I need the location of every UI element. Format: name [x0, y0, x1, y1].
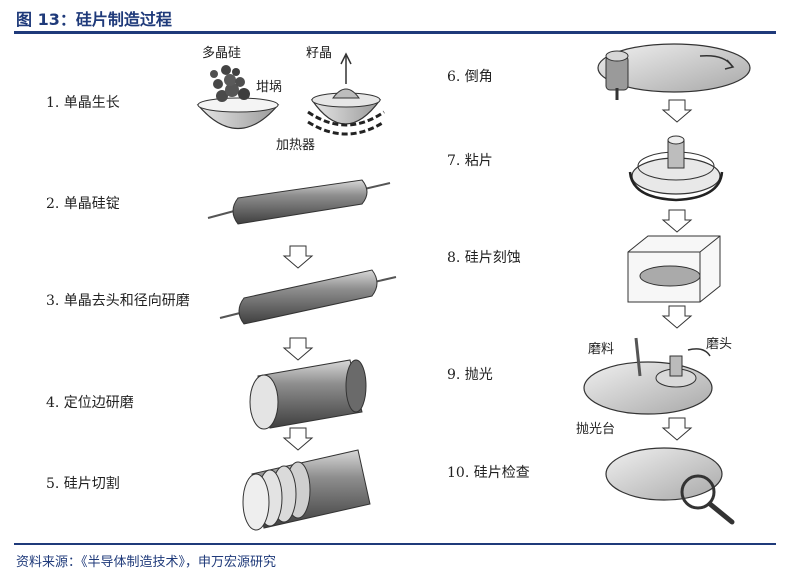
step-label-6: 6. 倒角	[447, 69, 493, 85]
step-label-8: 8. 硅片刻蚀	[447, 250, 521, 266]
rotation-arrowhead	[724, 59, 735, 70]
mounting-arrow	[628, 171, 724, 202]
source-rule	[14, 543, 776, 545]
cylinder-end-face	[249, 374, 279, 430]
annotation-slurry: 磨料	[588, 342, 615, 357]
polishing-illustration	[583, 337, 713, 415]
polysilicon-chunk	[221, 65, 231, 75]
title-rule	[14, 31, 776, 34]
step-label-9: 9. 抛光	[447, 367, 493, 383]
wafer-slice	[242, 473, 270, 531]
annotation-heater: 加热器	[276, 138, 316, 153]
step-label-10: 10. 硅片检查	[447, 465, 530, 481]
heater-coil	[307, 110, 385, 127]
cylinder-far-end	[345, 359, 367, 413]
polysilicon-chunk	[213, 79, 223, 89]
wafer-inspection-illustration	[605, 447, 735, 525]
annotation-seed: 籽晶	[306, 46, 333, 61]
grinding-wheel-top	[605, 50, 629, 62]
wafer-etching-illustration	[627, 235, 721, 303]
ground-ingot	[238, 269, 378, 325]
polysilicon-chunk	[235, 77, 245, 87]
flow-arrow	[661, 417, 693, 441]
annotation-crucible: 坩埚	[256, 80, 283, 95]
silicon-ingot	[232, 179, 368, 225]
slurry-nozzle	[634, 337, 642, 377]
step-label-3: 3. 单晶去头和径向研磨	[46, 293, 190, 309]
flow-arrow	[282, 337, 314, 361]
polysilicon-chunk	[238, 88, 250, 100]
annotation-polysilicon: 多晶硅	[202, 46, 242, 61]
flow-arrow	[661, 99, 693, 123]
polishing-head-shaft	[669, 355, 683, 377]
step-label-2: 2. 单晶硅锭	[46, 196, 120, 212]
step-label-1: 1. 单晶生长	[46, 95, 120, 111]
polysilicon-chunk	[210, 70, 218, 78]
magnifier-handle	[707, 501, 735, 525]
silicon-ingot-illustration	[207, 179, 391, 225]
figure-title: 图 13：硅片制造过程	[16, 10, 172, 29]
heater-coil	[307, 120, 385, 136]
etch-tank-edge	[699, 235, 721, 253]
inspected-wafer	[605, 447, 723, 501]
step-label-4: 4. 定位边研磨	[46, 395, 134, 411]
wafer-mounting-illustration	[628, 135, 724, 202]
polysilicon-chunk	[225, 83, 239, 97]
ground-ingot-illustration	[219, 269, 397, 325]
step-label-7: 7. 粘片	[447, 153, 493, 169]
flow-arrow	[661, 209, 693, 233]
annotation-polish-head: 磨头	[706, 337, 733, 352]
polishing-rotation-arrow	[687, 348, 711, 357]
edge-rounding-illustration	[597, 43, 751, 100]
polishing-table	[583, 361, 713, 415]
source-note: 资料来源：《半导体制造技术》，申万宏源研究	[16, 555, 277, 570]
crucible-rim-left	[197, 97, 279, 113]
pull-arrow	[340, 52, 352, 65]
growing-ingot	[332, 88, 360, 99]
spindle-cap	[667, 135, 685, 145]
flat-ground-cylinder-illustration	[249, 359, 367, 430]
step-label-5: 5. 硅片切割	[46, 476, 120, 492]
annotation-polish-table: 抛光台	[576, 422, 616, 437]
flow-arrows	[282, 99, 693, 451]
crystal-growth-illustration	[196, 52, 385, 136]
polysilicon-chunk	[216, 90, 228, 102]
flow-arrow	[661, 305, 693, 329]
magnifier-lens	[680, 474, 716, 510]
flow-arrow	[282, 427, 314, 451]
wafer-slicing-illustration	[242, 449, 371, 531]
flow-arrow	[282, 245, 314, 269]
wafer-in-tank	[639, 265, 701, 287]
polysilicon-chunk	[224, 74, 236, 86]
polysilicon-chunk	[232, 68, 240, 76]
